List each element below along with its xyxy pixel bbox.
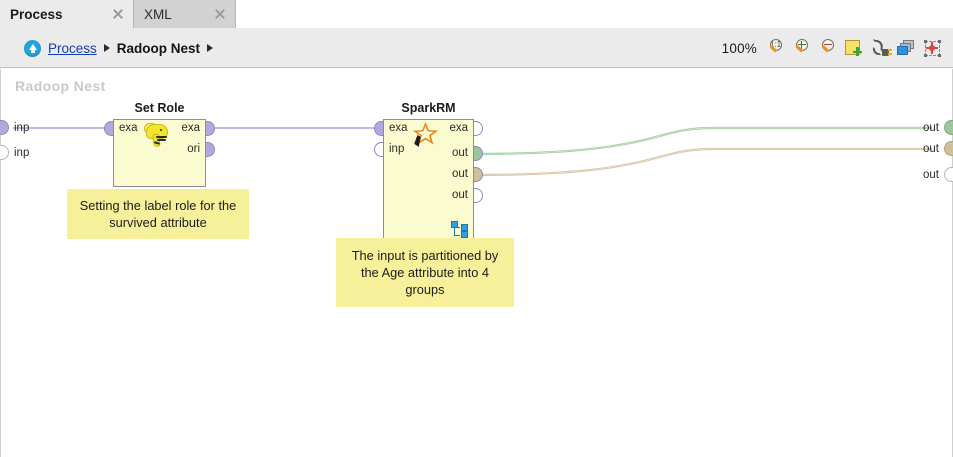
port-label: inp bbox=[14, 146, 30, 159]
port-knob-exa-in[interactable] bbox=[374, 121, 383, 136]
hadoop-elephant-icon bbox=[144, 123, 174, 149]
zoom-reset-button[interactable]: 1:1 bbox=[763, 34, 789, 62]
add-note-button[interactable] bbox=[841, 34, 867, 62]
connect-ports-button[interactable] bbox=[867, 34, 893, 62]
port-knob[interactable] bbox=[944, 167, 953, 182]
process-canvas[interactable]: Radoop Nest inp inp out bbox=[0, 69, 953, 457]
port-label-out-3: out bbox=[452, 189, 468, 201]
tab-bar-filler bbox=[236, 0, 953, 28]
port-knob-exa-in[interactable] bbox=[104, 121, 113, 136]
port-label-out-2: out bbox=[452, 168, 468, 180]
tab-process-label: Process bbox=[10, 6, 63, 22]
canvas-left-border bbox=[0, 69, 1, 457]
zoom-level-label: 100% bbox=[721, 40, 757, 56]
nest-output-port-2[interactable]: out bbox=[923, 141, 953, 156]
port-knob-exa-out[interactable] bbox=[474, 121, 483, 136]
nest-output-port-3[interactable]: out bbox=[923, 167, 953, 182]
breadcrumb-current: Radoop Nest bbox=[116, 40, 201, 56]
operator-title: SparkRM bbox=[401, 101, 456, 115]
toolbar-buttons: 100% 1:1 bbox=[722, 28, 945, 68]
orange-star-icon bbox=[411, 122, 441, 150]
nest-watermark-label: Radoop Nest bbox=[15, 78, 106, 94]
operator-title: Set Role bbox=[134, 101, 185, 115]
port-knob-out-2[interactable] bbox=[474, 167, 483, 182]
tab-bar: Process XML bbox=[0, 0, 953, 28]
layers-button[interactable] bbox=[893, 34, 919, 62]
breadcrumb-root-link[interactable]: Process bbox=[48, 40, 97, 56]
breadcrumb-separator-icon bbox=[103, 44, 110, 52]
magnifier-minus-icon bbox=[819, 38, 838, 58]
port-knob-out-1[interactable] bbox=[474, 146, 483, 161]
note-text: The input is partitioned by the Age attr… bbox=[351, 247, 499, 298]
nest-output-port-1[interactable]: out bbox=[923, 120, 953, 135]
operator-spark-rm[interactable]: SparkRM exa inp exa out out out bbox=[374, 101, 483, 242]
magnifier-one-to-one-icon: 1:1 bbox=[767, 38, 786, 58]
port-label-out-1: out bbox=[452, 147, 468, 159]
port-label-exa-out: exa bbox=[449, 122, 468, 134]
port-label: out bbox=[923, 142, 939, 155]
breadcrumb-separator-icon bbox=[207, 44, 214, 52]
port-label-ori-out: ori bbox=[187, 143, 200, 155]
add-note-icon bbox=[845, 39, 863, 57]
port-knob[interactable] bbox=[0, 145, 9, 160]
port-label: inp bbox=[14, 121, 30, 134]
note-spark-rm[interactable]: The input is partitioned by the Age attr… bbox=[336, 238, 514, 307]
auto-fit-button[interactable] bbox=[919, 34, 945, 62]
magnifier-plus-icon bbox=[793, 38, 812, 58]
close-icon[interactable] bbox=[213, 7, 227, 21]
layers-icon bbox=[897, 40, 915, 56]
auto-fit-icon bbox=[923, 39, 941, 57]
tab-xml[interactable]: XML bbox=[134, 0, 236, 28]
note-text: Setting the label role for the survived … bbox=[79, 197, 237, 230]
zoom-in-button[interactable] bbox=[789, 34, 815, 62]
port-knob-inp-in[interactable] bbox=[374, 142, 383, 157]
close-icon[interactable] bbox=[111, 7, 125, 21]
port-label: out bbox=[923, 168, 939, 181]
breadcrumb: Process Radoop Nest bbox=[24, 28, 214, 68]
tab-xml-label: XML bbox=[144, 6, 172, 22]
port-knob[interactable] bbox=[944, 141, 953, 156]
port-knob[interactable] bbox=[0, 120, 9, 135]
zoom-out-button[interactable] bbox=[815, 34, 841, 62]
nest-input-port-1[interactable]: inp bbox=[0, 120, 29, 135]
port-knob-ori-out[interactable] bbox=[206, 142, 215, 157]
port-label: out bbox=[923, 121, 939, 134]
subprocess-icon[interactable] bbox=[451, 221, 468, 238]
operator-set-role[interactable]: Set Role exa exa ori bbox=[104, 101, 215, 187]
port-label-inp-in: inp bbox=[389, 143, 405, 155]
tab-process[interactable]: Process bbox=[0, 0, 134, 28]
port-label-exa-out: exa bbox=[181, 122, 200, 134]
nest-input-port-2[interactable]: inp bbox=[0, 145, 29, 160]
process-toolbar: Process Radoop Nest 100% 1:1 bbox=[0, 28, 953, 68]
up-arrow-icon[interactable] bbox=[24, 39, 41, 57]
port-label-exa-in: exa bbox=[119, 122, 138, 134]
note-set-role[interactable]: Setting the label role for the survived … bbox=[67, 189, 249, 239]
port-knob[interactable] bbox=[944, 120, 953, 135]
port-knob-out-3[interactable] bbox=[474, 188, 483, 203]
port-knob-exa-out[interactable] bbox=[206, 121, 215, 136]
plug-icon bbox=[871, 38, 892, 57]
port-label-exa-in: exa bbox=[389, 122, 408, 134]
